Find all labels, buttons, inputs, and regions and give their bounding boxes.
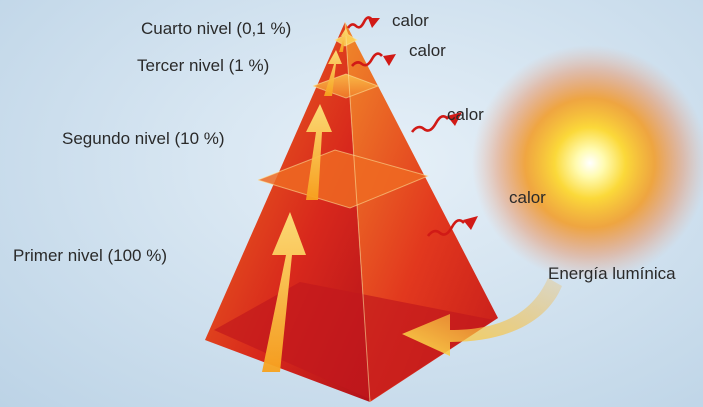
energy-arrow-icon bbox=[306, 104, 332, 200]
energy-arrow-icon bbox=[262, 212, 306, 372]
heat-arrowhead bbox=[368, 18, 380, 28]
sun-icon bbox=[472, 45, 703, 281]
level-1-label: Primer nivel (100 %) bbox=[13, 246, 167, 265]
heat-arrowhead bbox=[383, 54, 396, 66]
heat-arrowhead bbox=[447, 112, 462, 126]
energy-arrow-icon bbox=[339, 28, 349, 52]
level-2-label: Segundo nivel (10 %) bbox=[62, 129, 225, 148]
light-energy-label: Energía lumínica bbox=[548, 264, 676, 283]
energy-arrow-icon bbox=[324, 50, 342, 96]
heat-wave-icon bbox=[346, 16, 465, 237]
heat-label: calor bbox=[392, 11, 429, 30]
level-3-label: Tercer nivel (1 %) bbox=[137, 56, 270, 75]
heat-label: calor bbox=[409, 41, 446, 60]
light-energy-arrow bbox=[402, 278, 562, 356]
heat-label: calor bbox=[509, 188, 546, 207]
level-4-label: Cuarto nivel (0,1 %) bbox=[141, 19, 292, 38]
heat-label: calor bbox=[447, 105, 484, 124]
heat-arrowhead bbox=[463, 216, 478, 230]
